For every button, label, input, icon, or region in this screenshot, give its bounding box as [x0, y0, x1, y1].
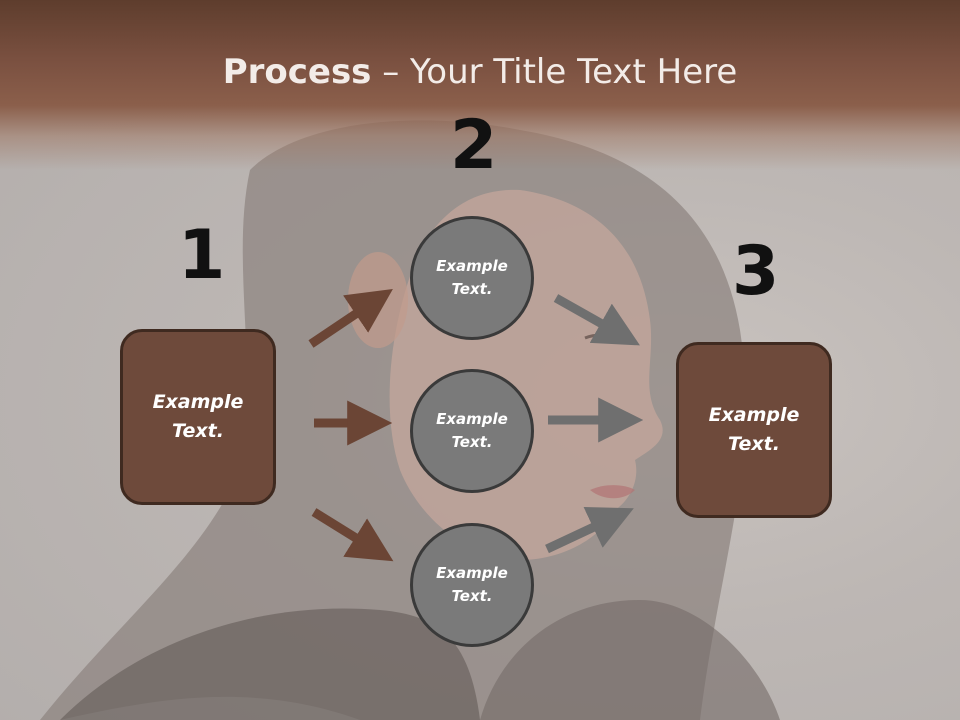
title-rest: – Your Title Text Here: [371, 52, 738, 92]
step-number-3: 3: [732, 232, 780, 311]
circle-top-text: Example Text.: [436, 257, 508, 298]
right-text-box: Example Text.: [676, 342, 832, 518]
circle-bottom: Example Text.: [410, 523, 534, 647]
arrow-bottom-to-right: [545, 507, 634, 554]
page-title: Process – Your Title Text Here: [0, 52, 960, 92]
circle-middle-text: Example Text.: [436, 410, 508, 451]
arrow-left-to-top: [308, 288, 393, 348]
circle-middle: Example Text.: [410, 369, 534, 493]
title-bold: Process: [222, 52, 372, 92]
circle-top: Example Text.: [410, 216, 534, 340]
left-text-box: Example Text.: [120, 329, 276, 505]
header-band: [0, 0, 960, 170]
right-box-text: Example Text.: [708, 404, 800, 455]
left-box-text: Example Text.: [152, 391, 244, 442]
circle-bottom-text: Example Text.: [436, 564, 508, 605]
arrow-top-to-right: [553, 294, 640, 346]
arrow-left-to-bottom: [311, 508, 394, 562]
step-number-1: 1: [178, 216, 226, 295]
step-number-2: 2: [450, 106, 498, 185]
